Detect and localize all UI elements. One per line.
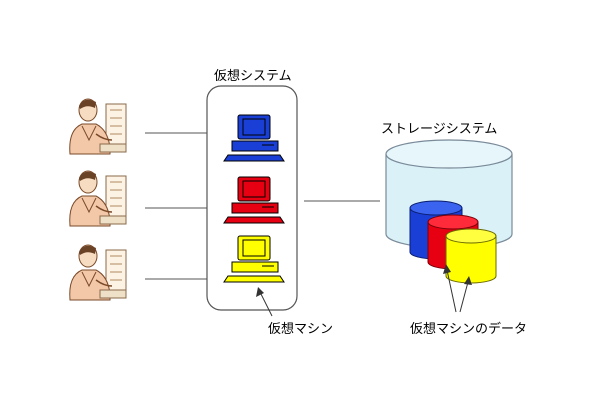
vm-pointer-arrow: [256, 287, 273, 317]
virtual-machine-blue-icon: [223, 114, 285, 162]
user-at-desk-icon: [69, 98, 127, 155]
virtual-machine-label: 仮想マシン: [268, 322, 334, 337]
virtual-system-frame: [206, 85, 298, 311]
virtual-machine-yellow-icon: [223, 235, 285, 283]
user-connectors: [145, 132, 207, 280]
virtual-machine-red-icon: [223, 176, 285, 224]
virtual-system-label: 仮想システム: [214, 69, 292, 84]
storage-system-label: ストレージシステム: [381, 122, 498, 137]
user-at-desk-icon: [69, 244, 127, 301]
data-disk-yellow-icon: [445, 228, 497, 284]
user-at-desk-icon: [69, 170, 127, 227]
vm-data-label: 仮想マシンのデータ: [410, 322, 528, 337]
data-pointer-arrows: [443, 264, 472, 313]
